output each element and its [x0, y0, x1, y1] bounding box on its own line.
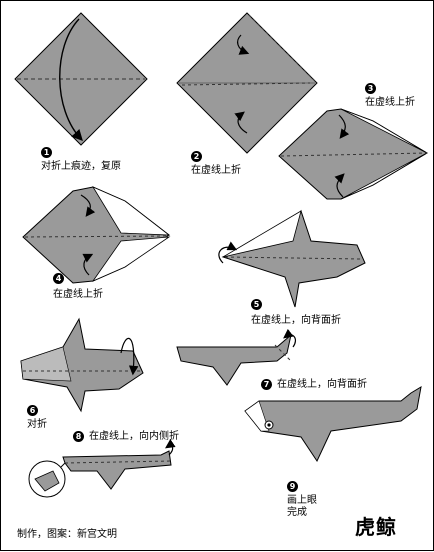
step7-figure — [176, 328, 297, 386]
fold-arrow-icon — [80, 194, 96, 217]
step3-figure — [278, 108, 428, 200]
step-8-badge: 8 — [73, 431, 84, 442]
step8-figure — [28, 439, 176, 498]
step-2-text: 在虚线上折 — [191, 165, 241, 176]
step-6-text: 对折 — [27, 419, 47, 430]
fold-arrow-icon — [334, 173, 345, 198]
step-5-badge: 5 — [251, 299, 262, 310]
fold-arrow-icon — [59, 18, 83, 142]
step-3-badge: 3 — [365, 83, 376, 94]
step-2-badge: 2 — [191, 151, 202, 162]
step9-figure — [244, 386, 422, 463]
step-1-badge: 1 — [41, 147, 52, 158]
step-5-text: 在虚线上，向背面折 — [251, 315, 341, 326]
step-9-text: 画上眼 完成 — [287, 495, 317, 518]
step-4-text: 在虚线上折 — [53, 289, 103, 300]
step-3-text: 在虚线上折 — [365, 97, 415, 108]
fold-arrow-icon — [120, 337, 139, 376]
step-7-text: 在虚线上，向背面折 — [277, 379, 367, 390]
step-4-badge: 4 — [53, 273, 64, 284]
fold-arrow-icon — [237, 34, 250, 55]
fold-arrow-icon — [338, 114, 350, 139]
credits: 制作，图案：新宫文明 — [17, 529, 117, 540]
step1-figure — [14, 12, 148, 146]
step-6-badge: 6 — [27, 405, 38, 416]
step-8-text: 在虚线上，向内侧折 — [89, 431, 179, 442]
fold-arrow-icon — [218, 241, 238, 264]
step5-figure — [218, 209, 366, 308]
step-7-badge: 7 — [261, 379, 272, 390]
fold-arrow-icon — [82, 253, 94, 276]
step6-figure — [20, 317, 144, 413]
fold-arrow-icon — [234, 111, 248, 134]
step-9-badge: 9 — [287, 481, 298, 492]
step-1-text: 对折上痕迹，复原 — [41, 161, 121, 172]
fold-arrow-icon — [283, 328, 297, 348]
fold-arrow-icon — [165, 439, 176, 456]
step4-figure — [22, 186, 171, 284]
diagram-title: 虎鲸 — [355, 515, 397, 539]
step2-figure — [176, 12, 318, 154]
